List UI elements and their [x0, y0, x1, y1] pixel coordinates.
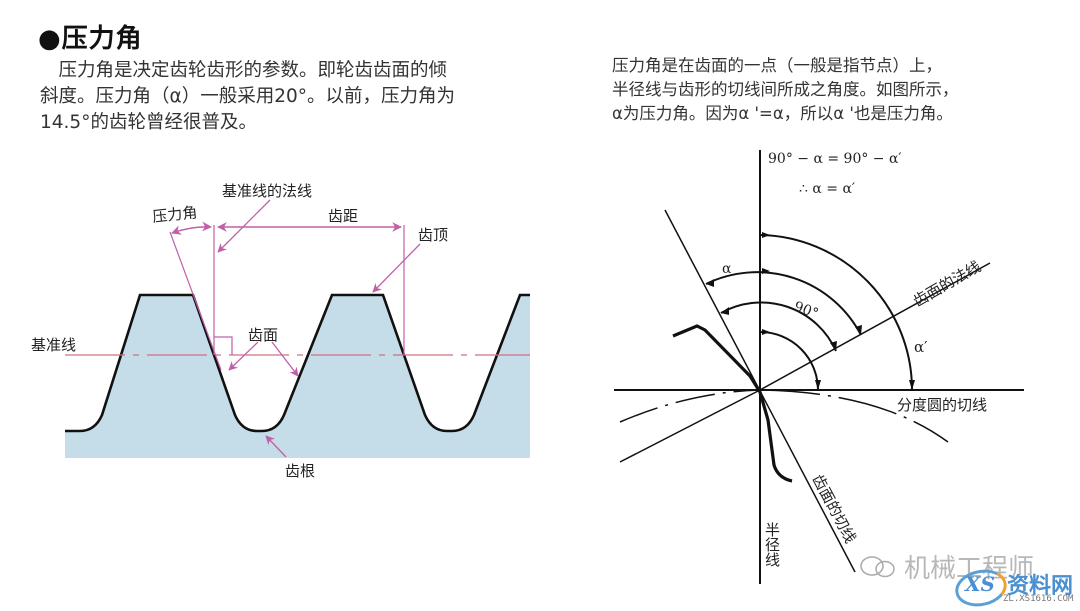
label-flank-normal: 齿面的法线 [910, 257, 984, 310]
label-flank: 齿面 [248, 326, 278, 344]
pressure-angle-line [169, 231, 222, 371]
wechat-watermark: 机械工程师 [858, 548, 1034, 585]
site-name: 资料网 [1007, 574, 1074, 599]
left-line-1: 压力角是决定齿轮齿形的参数。即轮齿齿面的倾 [40, 60, 448, 81]
right-line-2: 半径线与齿形的切线间所成之角度。如图所示， [612, 80, 959, 99]
tooth-profile [672, 324, 793, 483]
wechat-icon [860, 555, 895, 577]
label-flank-tangent: 齿面的切线 [808, 471, 859, 546]
left-line-2: 斜度。压力角（α）一般采用20°。以前，压力角为 [40, 86, 455, 107]
label-normal-of-reference: 基准线的法线 [222, 182, 312, 200]
site-watermark: XS 资料网 ZL.XS1616.COM [951, 564, 1080, 611]
label-alpha: α [722, 261, 732, 277]
xs-logo-text: XS [965, 572, 995, 596]
left-description: 压力角是决定齿轮齿形的参数。即轮齿齿面的倾 斜度。压力角（α）一般采用20°。以… [40, 58, 560, 136]
label-ninety: 90° [792, 299, 821, 323]
wechat-account-name: 机械工程师 [904, 554, 1035, 584]
label-pitch-circle-tangent: 分度圆的切线 [897, 396, 987, 414]
label-alpha-prime: α′ [914, 338, 928, 356]
right-description: 压力角是在齿面的一点（一般是指节点）上， 半径线与齿形的切线间所成之角度。如图所… [612, 54, 1072, 126]
right-line-1: 压力角是在齿面的一点（一般是指节点）上， [612, 56, 942, 75]
left-line-3: 14.5°的齿轮曾经很普及。 [40, 112, 257, 133]
label-reference-line: 基准线 [31, 336, 76, 354]
label-pitch: 齿距 [328, 207, 358, 225]
right-line-3: α为压力角。因为α '=α，所以α '也是压力角。 [612, 104, 953, 123]
rack-body [65, 295, 530, 458]
equation-1: 90° − α = 90° − α′ [768, 151, 902, 167]
label-pressure-angle: 压力角 [152, 203, 199, 226]
site-url: ZL.XS1616.COM [1003, 594, 1074, 604]
flank-normal-line [759, 262, 991, 391]
rack-outline [65, 293, 530, 433]
label-root: 齿根 [285, 462, 315, 480]
label-radius-line: 半径线 [763, 522, 781, 567]
section-title: ●压力角 [38, 24, 143, 54]
label-tip: 齿顶 [418, 226, 448, 244]
equation-2: ∴ α = α′ [799, 181, 855, 197]
